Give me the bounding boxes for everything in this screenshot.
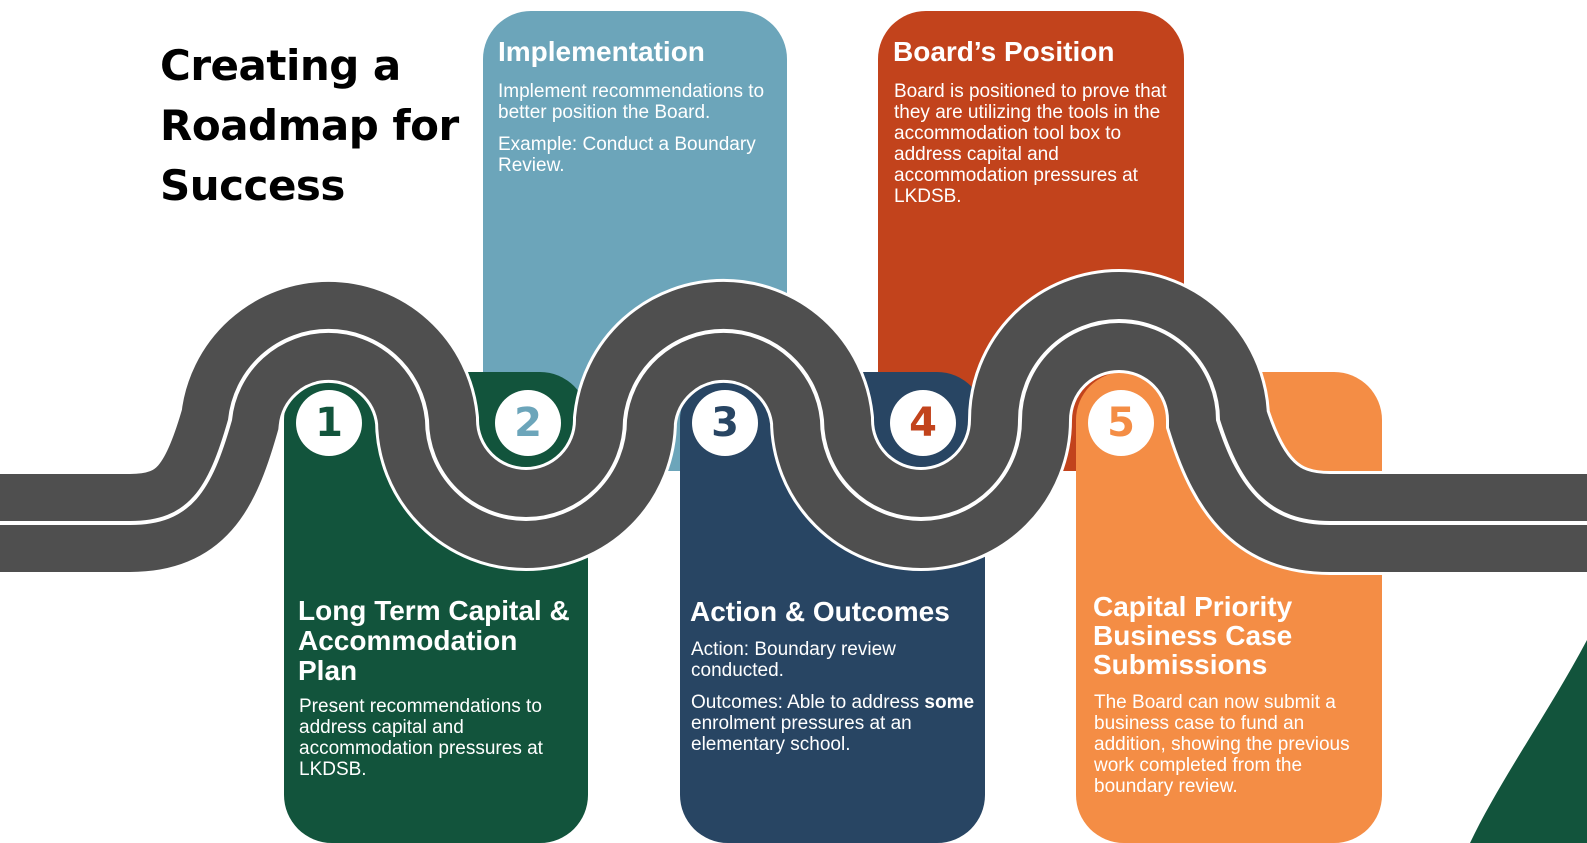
step-number-5: 5 <box>1088 390 1154 456</box>
step-title: Action & Outcomes <box>690 596 950 627</box>
step-description: Board is positioned to prove that they a… <box>894 81 1174 218</box>
step-description: Implement recommendations to better posi… <box>498 81 773 187</box>
step-title: Long Term Capital & Accommodation Plan <box>298 595 570 686</box>
step-title: Implementation <box>498 36 705 67</box>
step-number-3: 3 <box>692 390 758 456</box>
step-text: The Board can now submit a business case… <box>1094 692 1350 797</box>
step-title: Capital Priority Business Case Submissio… <box>1093 591 1293 680</box>
step-example: Example: Conduct a Boundary Review. <box>498 134 756 176</box>
step-text: Implement recommendations to better posi… <box>498 81 765 123</box>
step-number-4: 4 <box>890 390 956 456</box>
step-outcomes: Outcomes: Able to address some enrolment… <box>691 692 975 755</box>
decorative-green-arc <box>1470 640 1587 843</box>
step-description: Action: Boundary review conducted. Outco… <box>691 639 981 766</box>
step-text: Action: Boundary review conducted. <box>691 639 896 681</box>
step-description: Present recommendations to address capit… <box>299 696 569 791</box>
step-text: Board is positioned to prove that they a… <box>894 81 1167 207</box>
page-title: Creating a Roadmap for Success <box>160 41 459 210</box>
step-text: Present recommendations to address capit… <box>299 696 543 780</box>
step-description: The Board can now submit a business case… <box>1094 692 1359 808</box>
step-number-2: 2 <box>495 390 561 456</box>
step-number-1: 1 <box>296 390 362 456</box>
step-title: Board’s Position <box>893 36 1115 67</box>
